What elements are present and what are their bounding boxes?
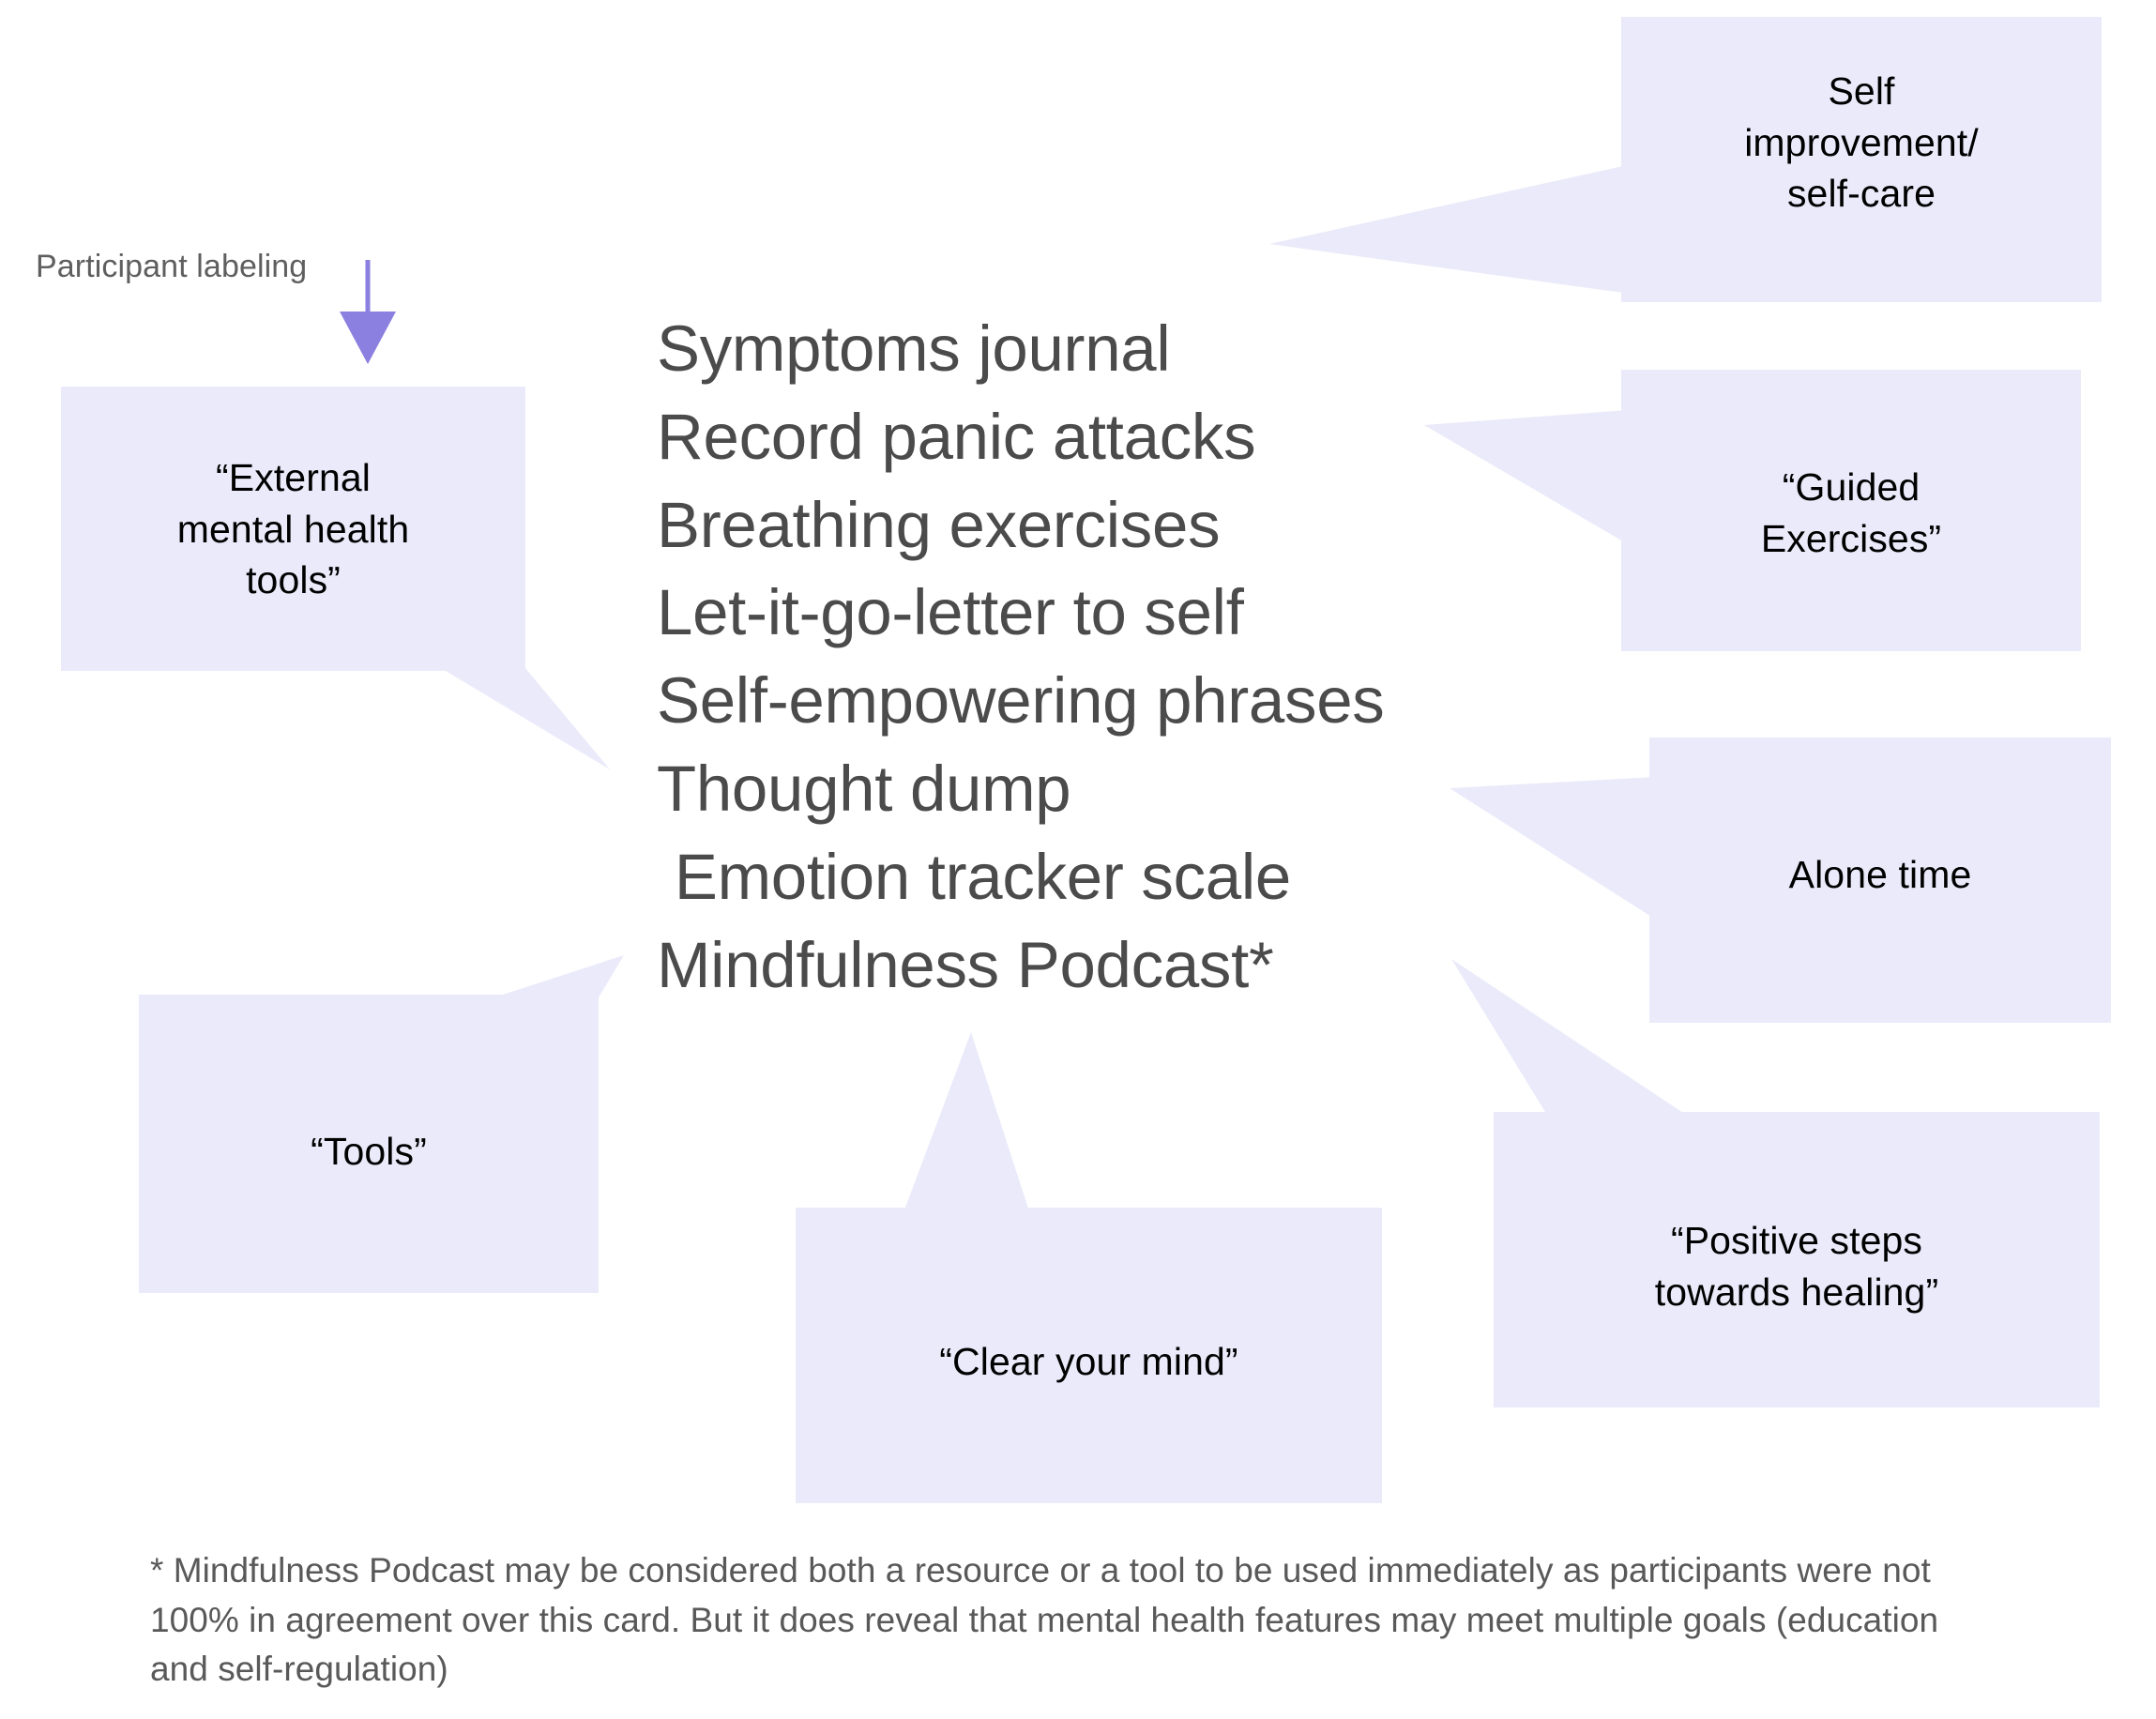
callout-shape-positive-steps — [1451, 959, 2100, 1407]
callout-tail-external-tools — [441, 668, 610, 769]
list-item: Record panic attacks — [657, 400, 1256, 473]
list-item: Let-it-go-letter to self — [657, 576, 1244, 649]
callout-label-external-tools: “External mental health tools” — [176, 456, 410, 602]
footnote-text: * Mindfulness Podcast may be considered … — [150, 1551, 1939, 1689]
callout-tail-self-improvement — [1269, 166, 1623, 293]
feature-card-list: Symptoms journal Record panic attacks Br… — [657, 305, 1520, 1010]
callout-shape-clear-your-mind — [796, 1032, 1382, 1503]
participant-labeling-annotation: Participant labeling — [36, 249, 308, 284]
callout-label-tools: “Tools” — [311, 1130, 427, 1173]
callout-tail-clear-your-mind — [901, 1032, 1032, 1220]
list-item: Symptoms journal — [657, 312, 1171, 385]
callout-label-clear-your-mind: “Clear your mind” — [939, 1340, 1238, 1383]
callout-label-alone-time: Alone time — [1788, 853, 1972, 896]
participant-labeling-arrow — [340, 260, 396, 364]
list-item: Self-empowering phrases — [657, 664, 1385, 738]
callout-label-self-improvement: Self improvement/ self-care — [1744, 69, 1979, 216]
callout-label-guided-exercises: “Guided Exercises” — [1760, 465, 1942, 560]
callout-shape-tools — [139, 955, 624, 1293]
list-item: Breathing exercises — [657, 488, 1221, 561]
callout-tail-tools — [497, 955, 624, 1002]
arrow-head-icon — [340, 312, 396, 364]
list-item: Emotion tracker scale — [657, 840, 1291, 913]
callout-label-positive-steps: “Positive steps towards healing” — [1654, 1219, 1939, 1314]
list-item: Thought dump — [657, 753, 1071, 826]
list-item: Mindfulness Podcast* — [657, 928, 1274, 1001]
